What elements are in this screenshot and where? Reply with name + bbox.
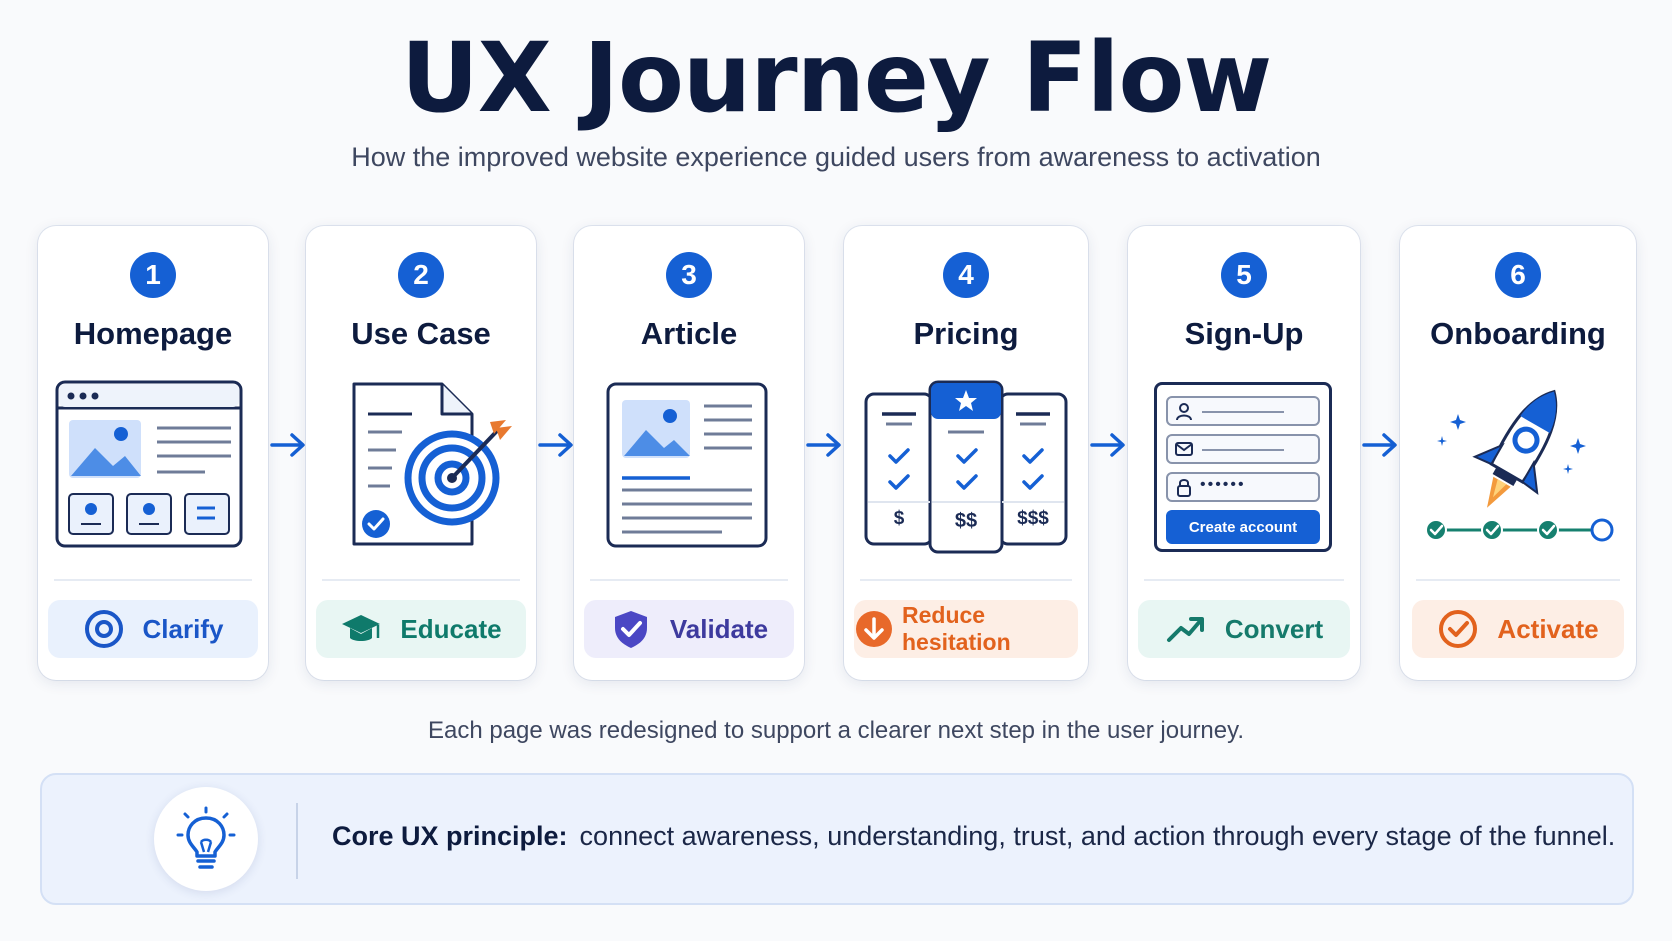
card-divider [1416, 579, 1620, 581]
core-principle-banner: Core UX principle: connect awareness, und… [40, 773, 1634, 905]
article-page-icon [606, 382, 768, 548]
flow-arrow-icon [806, 433, 841, 457]
step-title: Pricing [913, 316, 1019, 351]
shield-check-icon [610, 608, 652, 650]
price-tier-1: $ [893, 508, 905, 529]
target-ring-icon [83, 608, 125, 650]
trending-up-icon [1165, 608, 1207, 650]
outcome-badge-convert: Convert [1138, 600, 1350, 658]
step-title: Homepage [73, 316, 233, 351]
outcome-label: Clarify [142, 613, 224, 644]
step-card-article: 3 Article Validate [574, 226, 804, 680]
signup-form-illustration: •••••• Create account [1154, 376, 1332, 556]
principle-label: Core UX principle: [332, 821, 568, 851]
card-divider [590, 579, 788, 581]
password-field: •••••• [1166, 472, 1320, 502]
step-number-badge: 2 [398, 252, 444, 298]
step-title: Use Case [351, 316, 491, 351]
progress-step-done [1537, 519, 1559, 541]
flow-arrow-icon [1362, 433, 1397, 457]
check-circle-icon [1437, 608, 1479, 650]
outcome-label: Activate [1497, 613, 1599, 644]
price-tier-2: $$ [954, 510, 978, 532]
arrow-down-circle-icon [854, 608, 894, 650]
lock-icon [1177, 479, 1191, 497]
step-number-badge: 1 [130, 252, 176, 298]
banner-divider [296, 803, 298, 879]
page-subtitle: How the improved website experience guid… [351, 142, 1321, 172]
footnote: Each page was redesigned to support a cl… [427, 717, 1245, 744]
step-number-badge: 5 [1221, 252, 1267, 298]
step-number-badge: 4 [943, 252, 989, 298]
step-title: Onboarding [1430, 316, 1606, 351]
outcome-label: Reduce hesitation [902, 602, 1011, 655]
step-card-sign-up: 5 Sign-Up •••••• Create account Convert [1128, 226, 1360, 680]
password-mask: •••••• [1200, 476, 1246, 493]
step-number-badge: 3 [666, 252, 712, 298]
create-account-button[interactable]: Create account [1166, 510, 1320, 544]
step-number-badge: 6 [1495, 252, 1541, 298]
card-divider [54, 579, 252, 581]
outcome-label: Educate [400, 613, 502, 644]
step-card-pricing: 4 Pricing $ $$ $$$ [844, 226, 1088, 680]
envelope-icon [1175, 442, 1193, 456]
pricing-table-illustration: $ $$ $$$ [864, 376, 1068, 556]
user-icon [1176, 403, 1192, 421]
outcome-badge-educate: Educate [316, 600, 526, 658]
step-card-use-case: 2 Use Case Educate [306, 226, 536, 680]
outcome-badge-reduce-hesitation: Reduce hesitation [854, 600, 1078, 658]
flow-arrow-icon [270, 433, 305, 457]
outcome-label: Validate [669, 613, 769, 644]
card-divider [860, 579, 1072, 581]
flow-arrow-icon [1090, 433, 1125, 457]
card-divider [1144, 579, 1344, 581]
progress-step-done [1481, 519, 1503, 541]
flow-arrow-icon [538, 433, 573, 457]
outcome-badge-activate: Activate [1412, 600, 1624, 658]
homepage-wireframe-icon [55, 380, 243, 548]
rocket-progress-icon [1425, 389, 1614, 542]
page-title: UX Journey Flow [400, 22, 1272, 134]
step-card-homepage: 1 Homepage Clarify [38, 226, 268, 680]
outcome-label: Convert [1224, 613, 1324, 644]
step-title: Article [640, 316, 738, 351]
step-card-onboarding: 6 Onboarding [1400, 226, 1636, 680]
progress-step-current [1590, 518, 1614, 542]
graduation-cap-icon [340, 608, 382, 650]
price-tier-3: $$$ [1017, 508, 1049, 529]
progress-step-done [1425, 519, 1447, 541]
principle-text: Core UX principle: connect awareness, und… [332, 821, 1615, 852]
document-target-icon [352, 382, 512, 546]
step-title: Sign-Up [1184, 316, 1304, 351]
outcome-badge-clarify: Clarify [48, 600, 258, 658]
outcome-badge-validate: Validate [584, 600, 794, 658]
lightbulb-icon [154, 787, 258, 891]
username-field [1166, 396, 1320, 426]
principle-body: connect awareness, understanding, trust,… [579, 821, 1616, 851]
card-divider [322, 579, 520, 581]
email-field [1166, 434, 1320, 464]
